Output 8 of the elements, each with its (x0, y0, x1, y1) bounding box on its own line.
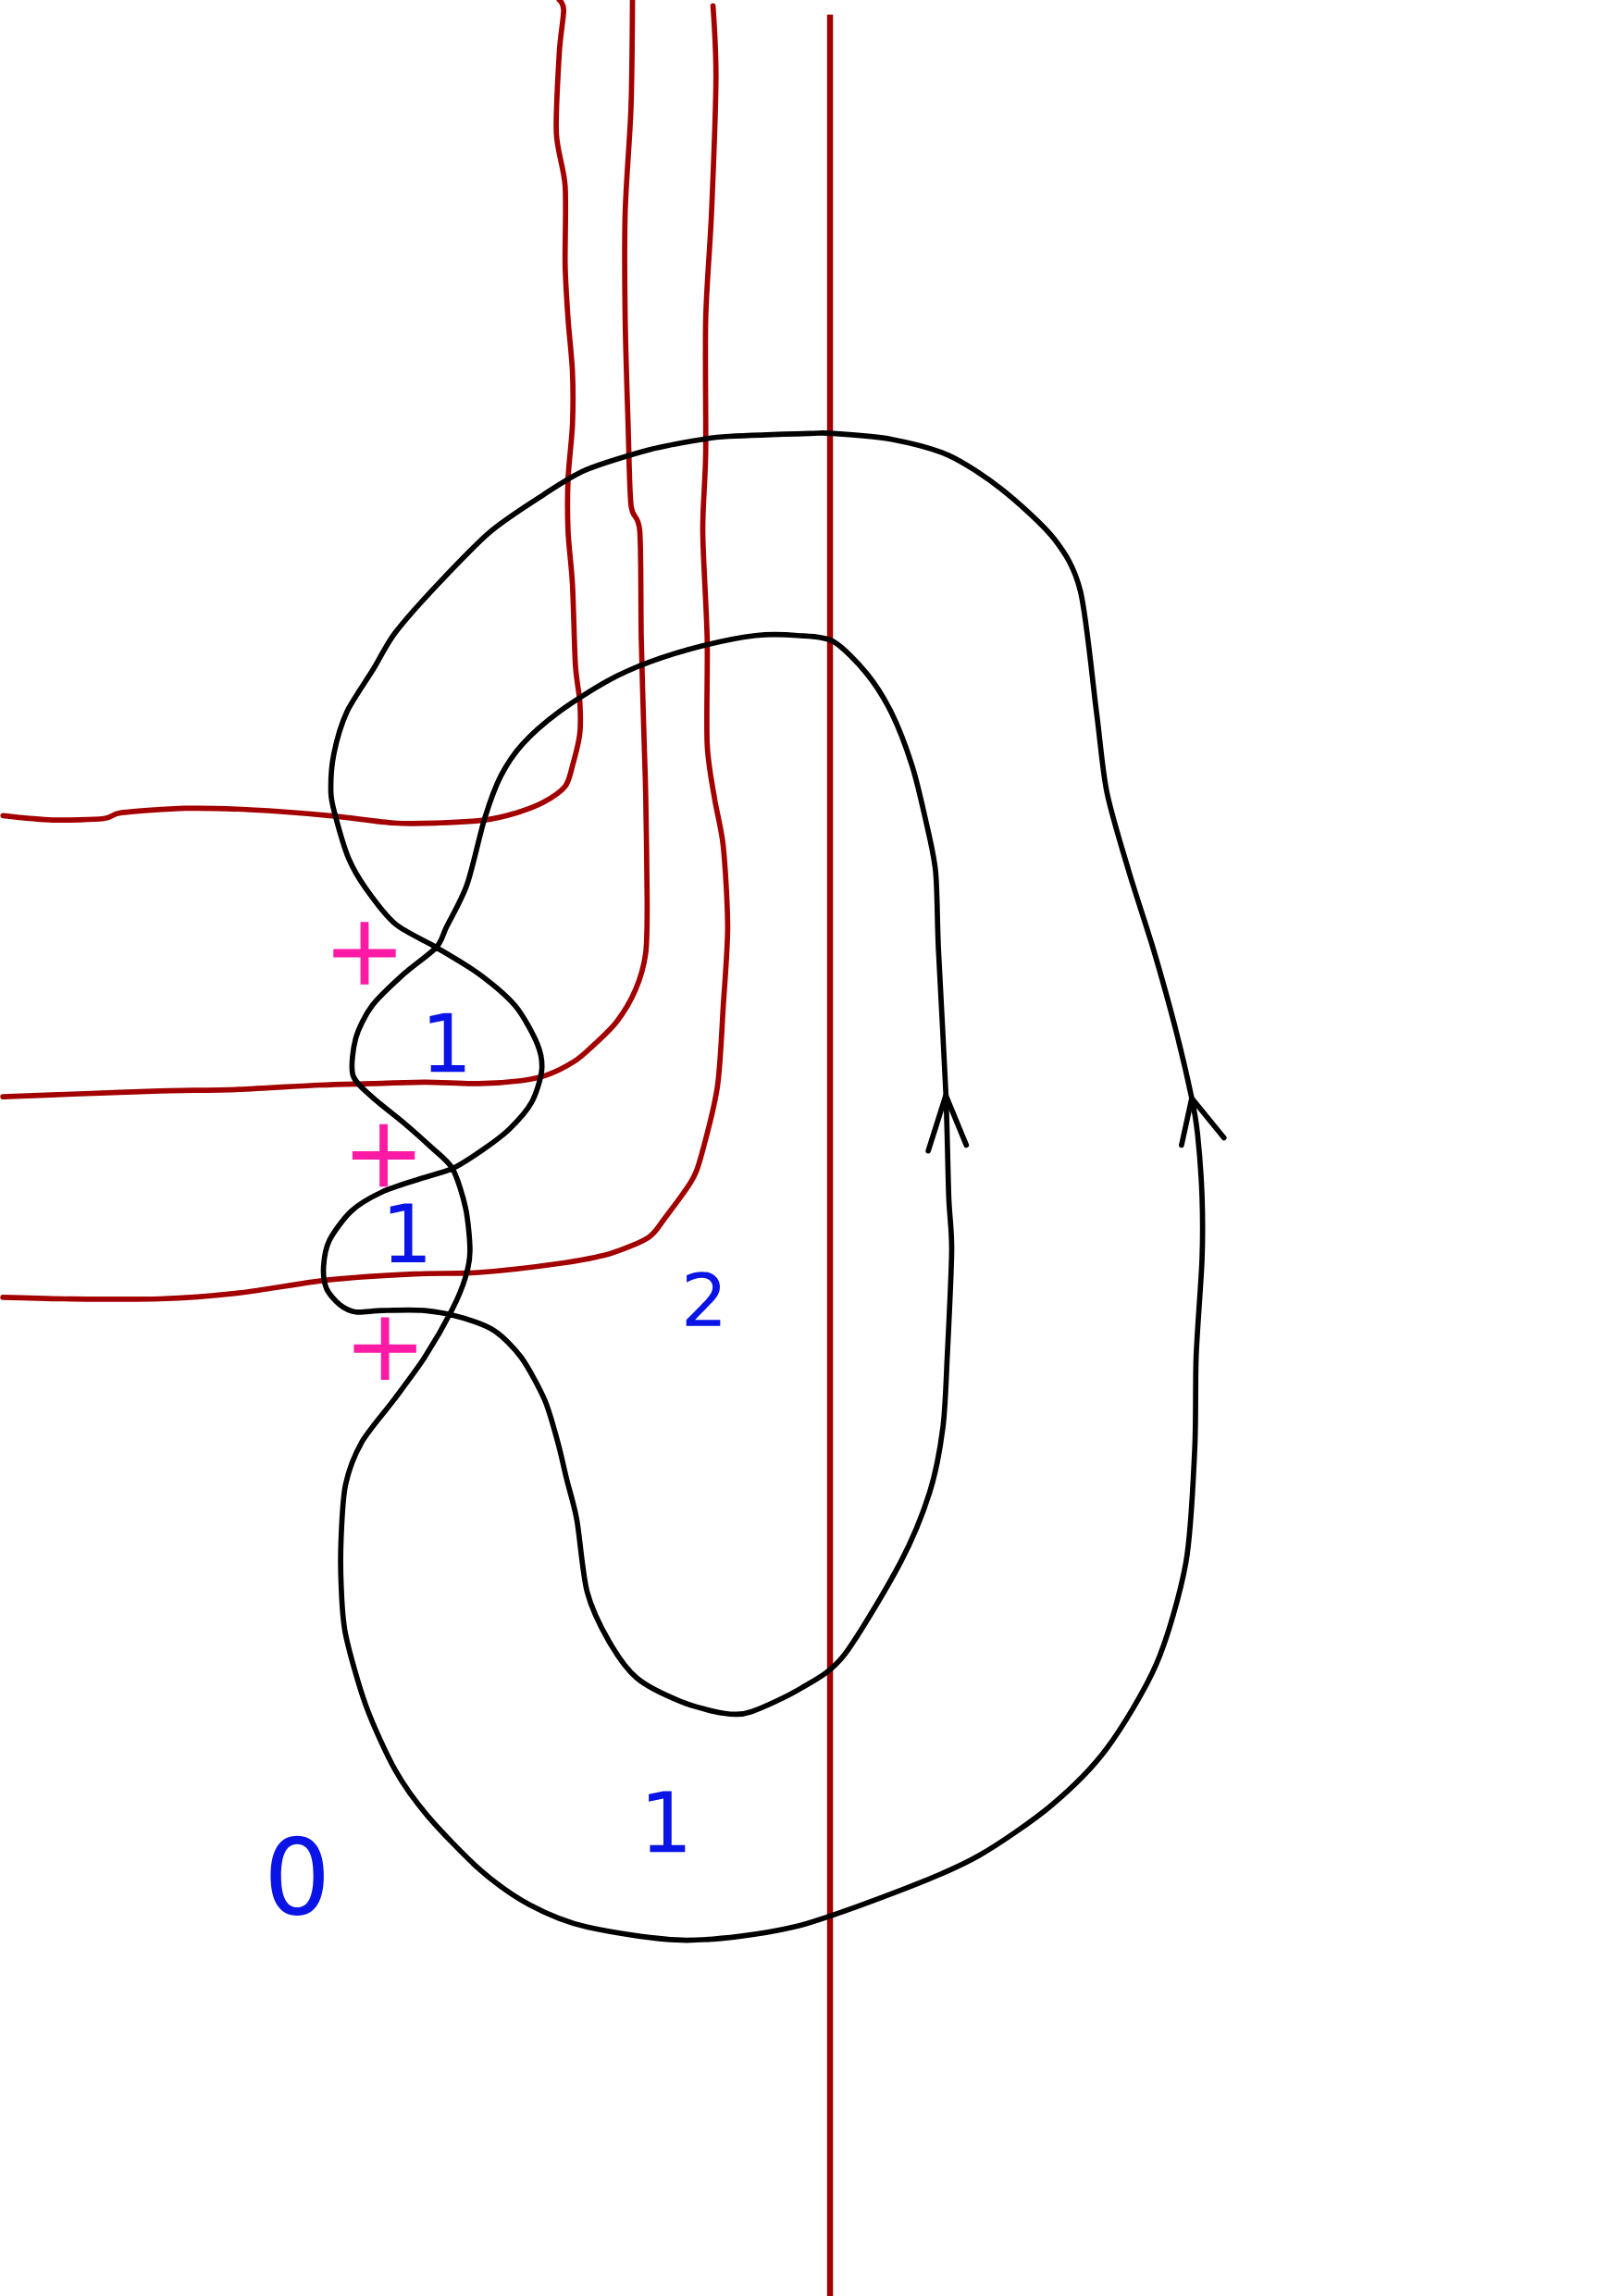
number-label: 0 (270, 1835, 324, 1916)
number-label: 1 (649, 1791, 686, 1853)
number-label: 2 (686, 1272, 721, 1326)
number-label: 1 (390, 1203, 426, 1262)
number-label: 1 (429, 1012, 465, 1073)
plus-sign: + (333, 922, 396, 985)
plus-sign: + (352, 1123, 415, 1187)
plus-sign: + (353, 1317, 416, 1380)
